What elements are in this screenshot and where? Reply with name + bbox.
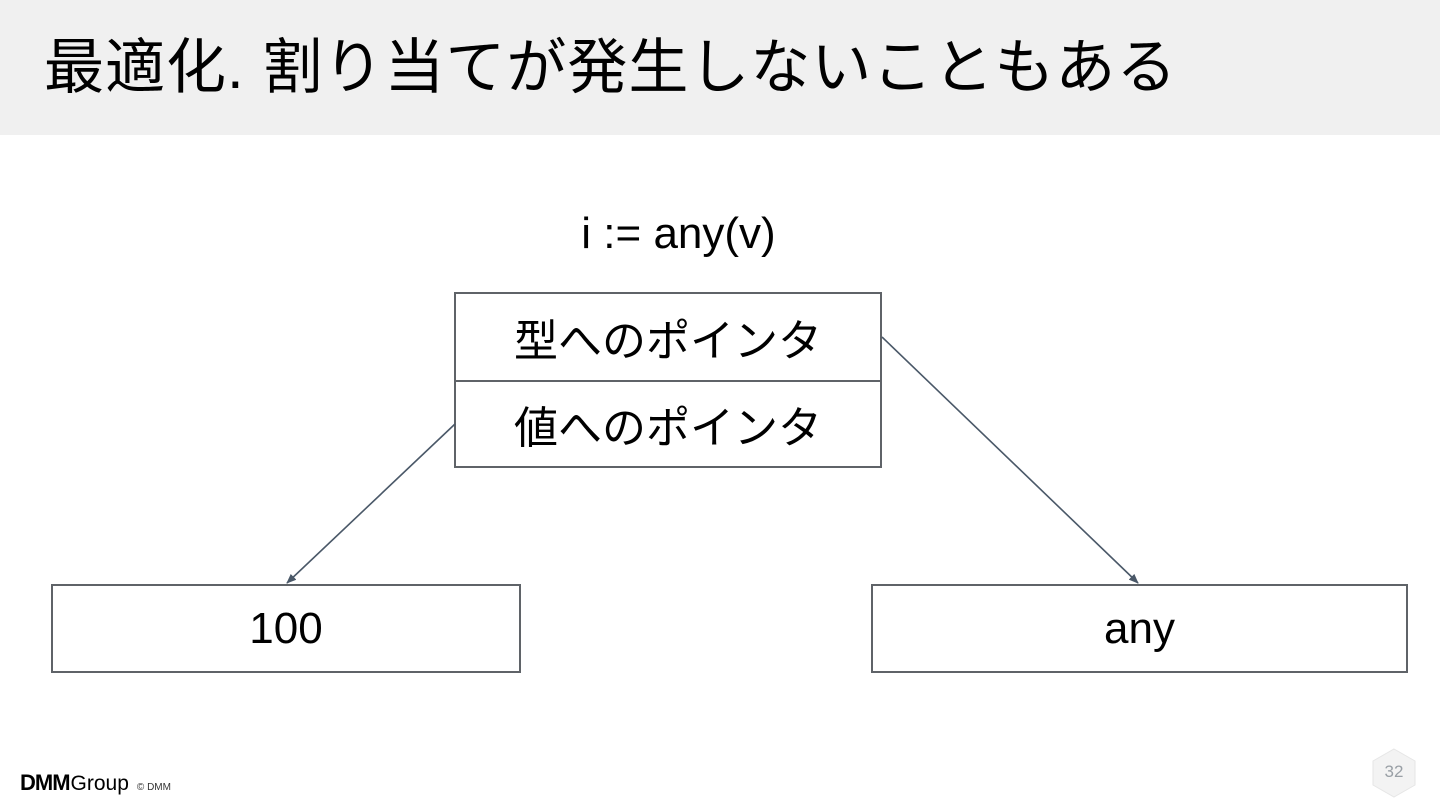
- slide-title: 最適化. 割り当てが発生しないこともある: [44, 34, 1178, 101]
- title-bar: 最適化. 割り当てが発生しないこともある: [0, 0, 1440, 135]
- type-pointer-field: 型へのポインタ: [454, 292, 882, 382]
- value-box: 100: [51, 584, 521, 673]
- page-number: 32: [1384, 762, 1404, 781]
- dmm-group-logo: DMM Group © DMM: [20, 770, 171, 796]
- arrow-to-type: [881, 336, 1139, 584]
- page-hexagon-icon: [1372, 748, 1416, 798]
- type-box: any: [871, 584, 1408, 673]
- logo-dmm-text: DMM: [20, 770, 71, 795]
- value-pointer-field: 値へのポインタ: [454, 380, 882, 468]
- logo-group-text: Group: [70, 772, 129, 795]
- copyright-text: © DMM: [136, 782, 171, 793]
- arrow-to-value: [286, 423, 456, 584]
- expression-label: i := any(v): [581, 209, 776, 258]
